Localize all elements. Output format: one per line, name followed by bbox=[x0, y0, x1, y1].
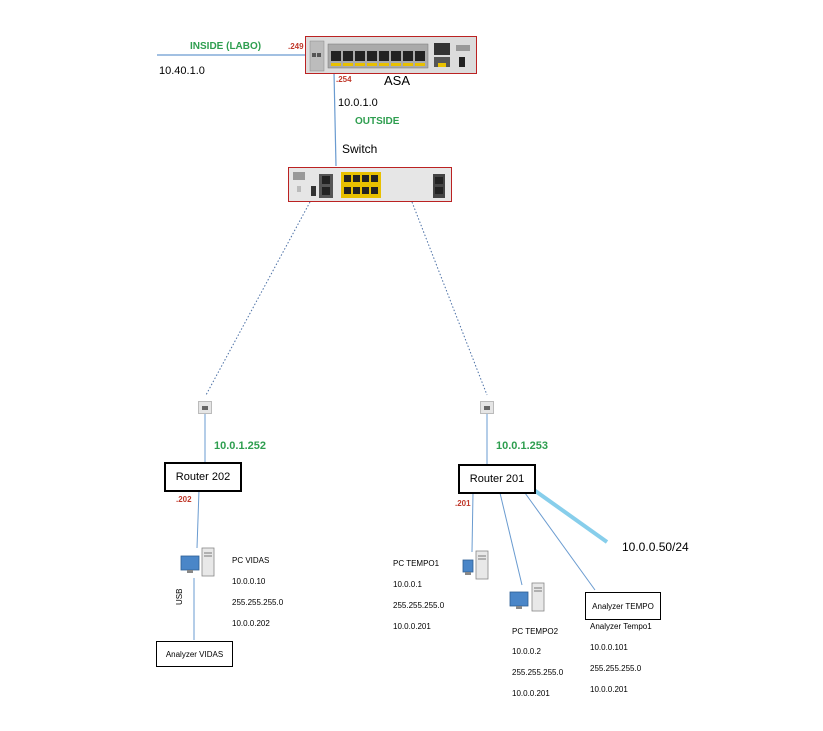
connector-icon bbox=[480, 401, 494, 414]
pc-tempo2-gateway: 10.0.0.201 bbox=[512, 689, 550, 698]
analyzer-tempo-ip: 10.0.0.101 bbox=[590, 643, 628, 652]
analyzer-vidas-box[interactable]: Analyzer VIDAS bbox=[156, 641, 233, 667]
computer-icon bbox=[462, 550, 492, 580]
router202-uplink-ip: 10.0.1.252 bbox=[214, 440, 266, 452]
router201-lan-ip: .201 bbox=[455, 499, 471, 508]
asa-ports-icon bbox=[309, 40, 470, 72]
pc-tempo2-mask: 255.255.255.0 bbox=[512, 668, 564, 677]
router202-pcvidas-link bbox=[196, 489, 200, 549]
pc-tempo1-name: PC TEMPO1 bbox=[393, 559, 440, 568]
outside-network: 10.0.1.0 bbox=[338, 97, 378, 109]
asa-inside-ip: .249 bbox=[288, 42, 304, 51]
analyzer-tempo-mask: 255.255.255.0 bbox=[590, 664, 642, 673]
inside-network: 10.40.1.0 bbox=[159, 65, 205, 77]
switch-label: Switch bbox=[342, 142, 378, 156]
switch-router201-link bbox=[411, 201, 488, 396]
router202-label: Router 202 bbox=[175, 471, 231, 483]
router201-label: Router 201 bbox=[469, 473, 525, 485]
outside-label: OUTSIDE bbox=[355, 116, 400, 127]
router201-pctempo1-link bbox=[471, 492, 474, 553]
analyzer-vidas-label: Analyzer VIDAS bbox=[165, 649, 224, 659]
pc-vidas-ip: 10.0.0.10 bbox=[232, 577, 266, 586]
switch-router202-link bbox=[205, 201, 311, 396]
analyzer-tempo-gateway: 10.0.0.201 bbox=[590, 685, 628, 694]
pc-tempo1-gateway: 10.0.0.201 bbox=[393, 622, 431, 631]
router201-pctempo2-link bbox=[499, 492, 523, 586]
pc-vidas-gateway: 10.0.0.202 bbox=[232, 619, 270, 628]
router201-analyzer-link bbox=[524, 492, 596, 591]
asa-label: ASA bbox=[384, 73, 411, 88]
analyzer-tempo-name: Analyzer Tempo1 bbox=[590, 622, 652, 631]
asa-device bbox=[305, 36, 477, 74]
switch-device bbox=[288, 167, 452, 202]
pc-tempo2-ip: 10.0.0.2 bbox=[512, 647, 541, 656]
switch-ports-icon bbox=[293, 172, 445, 198]
pc-tempo2-name: PC TEMPO2 bbox=[512, 627, 559, 636]
usb-label: USB bbox=[175, 588, 184, 605]
router202-box[interactable]: Router 202 bbox=[164, 462, 242, 492]
pc-tempo1-ip: 10.0.0.1 bbox=[393, 580, 422, 589]
asa-outside-ip: .254 bbox=[336, 75, 352, 84]
pc-tempo1-mask: 255.255.255.0 bbox=[393, 601, 445, 610]
asa-switch-link bbox=[333, 71, 337, 167]
router201-extra-net: 10.0.0.50/24 bbox=[622, 540, 689, 554]
computer-icon bbox=[509, 582, 547, 614]
router201-highlight-link bbox=[532, 488, 609, 544]
connector-icon bbox=[198, 401, 212, 414]
pc-vidas-mask: 255.255.255.0 bbox=[232, 598, 284, 607]
analyzer-tempo-label: Analyzer TEMPO bbox=[592, 601, 654, 611]
analyzer-tempo-box[interactable]: Analyzer TEMPO bbox=[585, 592, 661, 620]
inside-label: INSIDE (LABO) bbox=[190, 41, 262, 52]
router202-lan-ip: .202 bbox=[176, 495, 192, 504]
computer-icon bbox=[180, 546, 216, 578]
router201-uplink-ip: 10.0.1.253 bbox=[496, 440, 548, 452]
router201-box[interactable]: Router 201 bbox=[458, 464, 536, 494]
pc-vidas-name: PC VIDAS bbox=[232, 556, 270, 565]
